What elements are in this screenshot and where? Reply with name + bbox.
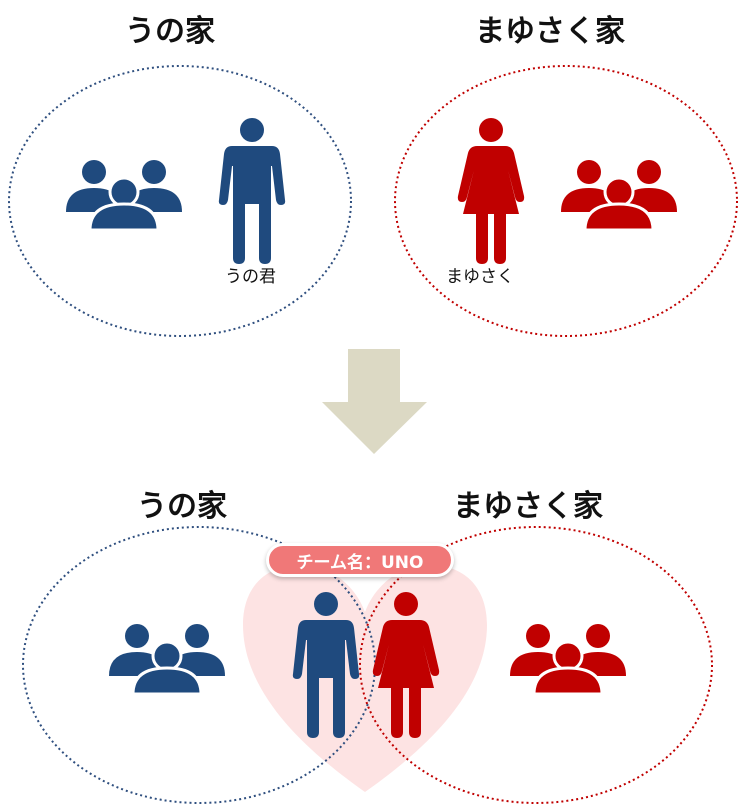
left-family-title-bottom: うの家 [137,489,227,524]
uno-person-label: うの君 [225,267,276,287]
right-family-group-icon-top [559,158,679,232]
right-family-title-top: まゆさく家 [475,14,625,49]
right-family-title-bottom: まゆさく家 [453,489,603,524]
heart-shape [243,565,487,792]
uno-man-icon-top [218,118,286,264]
team-name-badge: チーム名：UNO [266,543,454,577]
down-arrow [322,349,427,454]
left-family-ellipse-top [8,65,352,337]
right-family-group-icon-bottom [508,622,628,696]
left-family-group-icon-bottom [107,622,227,696]
right-family-ellipse-bottom [359,526,713,804]
left-family-title-top: うの家 [125,14,215,49]
mayusaku-person-label: まゆさく [446,267,514,287]
left-family-group-icon-top [64,158,184,232]
mayusaku-woman-icon-top [457,118,525,264]
right-family-ellipse-top [394,65,738,337]
